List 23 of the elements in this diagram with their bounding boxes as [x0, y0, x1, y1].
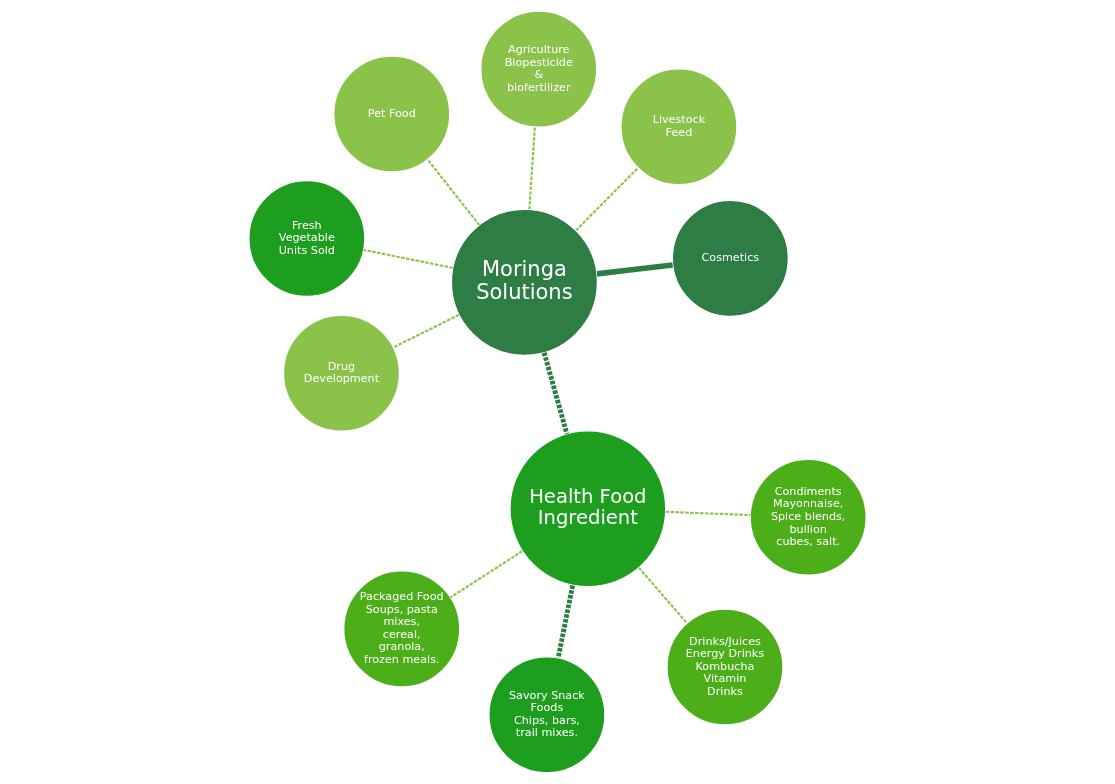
connector — [528, 127, 536, 210]
connector — [575, 167, 639, 231]
node-circle: Pet Food — [333, 55, 451, 173]
node-circle: Fresh Vegetable Units Sold — [248, 179, 366, 298]
node-circle: Drinks/Juices Energy Drinks Kombucha Vitamin Drinks — [666, 608, 784, 726]
node-circle: Livestock Feed — [620, 68, 738, 186]
node-circle: Cosmetics — [671, 199, 790, 318]
connector — [363, 248, 453, 269]
connector — [393, 313, 460, 349]
node-circle: Condiments Mayonnaise, Spice blends, bullion cubes, salt. — [749, 458, 867, 576]
connector — [555, 585, 575, 659]
connector — [450, 550, 523, 599]
connector — [541, 352, 570, 435]
connector — [638, 567, 688, 624]
node-circle: Moringa Solutions — [450, 208, 599, 357]
node-circle: Health Food Ingredient — [509, 430, 667, 588]
node-circle: Packaged Food Soups, pasta mixes, cereal, granola, frozen meals. — [343, 570, 461, 688]
connector — [596, 262, 673, 277]
connector — [665, 510, 751, 517]
node-circle: Drug Development — [282, 314, 401, 432]
node-circle: Agriculture Biopesticide & biofertilizer — [480, 10, 598, 128]
node-circle: Savory Snack Foods Chips, bars, trail mixes. — [488, 656, 606, 774]
connector — [427, 159, 480, 226]
